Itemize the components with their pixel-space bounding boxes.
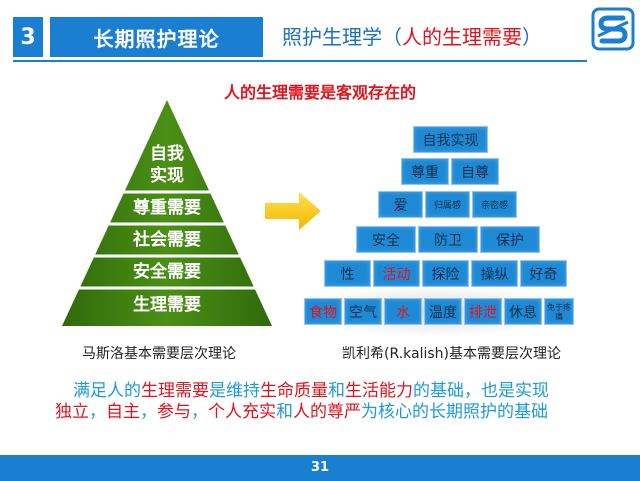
summary-fragment: 为核心的长期照护的基础 <box>361 402 548 422</box>
maslow-level-safety: 安全需要 <box>133 262 201 282</box>
summary-highlight: 生命质量 <box>260 381 328 401</box>
kalish-rest: 休息 <box>504 298 542 325</box>
maslow-level-self-actualization-2: 实现 <box>150 166 184 186</box>
maslow-level-self-actualization-1: 自我 <box>150 144 184 164</box>
summary-highlight: 独立 <box>55 402 89 422</box>
kalish-sex: 性 <box>324 260 371 287</box>
summary-highlight: 生理需要 <box>141 381 209 401</box>
subtitle-suffix: ） <box>522 25 542 49</box>
maslow-pyramid: 自我 实现 尊重需要 社会需要 安全需要 生理需要 <box>62 100 272 326</box>
summary-fragment: 是维持 <box>209 381 260 401</box>
kalish-intimacy: 亲密感 <box>472 191 517 218</box>
kalish-love: 爱 <box>378 191 423 218</box>
footer-page-number: 31 <box>0 455 640 481</box>
summary-text: 满足人的生理需要是维持生命质量和生活能力的基础，也是实现 独立，自主，参与，个人… <box>55 381 595 423</box>
kalish-defense: 防卫 <box>418 226 478 253</box>
kalish-curiosity: 好奇 <box>520 260 567 287</box>
summary-highlight: 人的尊严 <box>293 402 361 422</box>
kalish-safety: 安全 <box>356 226 416 253</box>
summary-highlight: 个人充实 <box>208 402 276 422</box>
brand-logo-icon <box>591 7 635 51</box>
kalish-manipulation: 操纵 <box>471 260 518 287</box>
kalish-exploration: 探险 <box>422 260 469 287</box>
kalish-air: 空气 <box>344 298 382 325</box>
maslow-level-esteem: 尊重需要 <box>133 198 201 218</box>
summary-fragment: 和 <box>328 381 345 401</box>
kalish-temperature: 温度 <box>424 298 462 325</box>
kalish-excretion: 排泄 <box>464 298 502 325</box>
summary-line-2: 独立，自主，参与，个人充实和人的尊严为核心的长期照护的基础 <box>55 402 595 423</box>
right-arrow-icon <box>265 192 321 230</box>
summary-fragment: ， <box>89 402 106 422</box>
maslow-level-physiological: 生理需要 <box>133 295 201 315</box>
kalish-self-esteem: 自尊 <box>451 158 499 185</box>
summary-fragment: 满足人的 <box>73 381 141 401</box>
subtitle-highlight: 人的生理需要 <box>402 25 522 49</box>
summary-highlight: 生活能力 <box>345 381 413 401</box>
maslow-pyramid-shape <box>62 100 272 326</box>
kalish-water: 水 <box>384 298 422 325</box>
subtitle-prefix: 照护生理学（ <box>282 25 402 49</box>
summary-fragment: ， <box>140 402 157 422</box>
summary-fragment: 的基础，也是实现 <box>413 381 549 401</box>
kalish-belonging: 归属感 <box>425 191 470 218</box>
summary-line-1: 满足人的生理需要是维持生命质量和生活能力的基础，也是实现 <box>55 381 595 402</box>
kalish-food: 食物 <box>304 298 342 325</box>
top-caption: 人的生理需要是客观存在的 <box>223 83 416 102</box>
kalish-activity: 活动 <box>373 260 420 287</box>
section-number-badge: 3 <box>13 17 43 57</box>
maslow-level-social: 社会需要 <box>133 230 201 250</box>
kalish-respect: 尊重 <box>401 158 449 185</box>
page-subtitle: 照护生理学（人的生理需要） <box>282 21 542 50</box>
header-divider <box>13 60 587 62</box>
kalish-caption: 凯利希(R.kalish)基本需要层次理论 <box>342 346 561 362</box>
summary-fragment: ， <box>191 402 208 422</box>
summary-fragment: 和 <box>276 402 293 422</box>
kalish-self-actualization: 自我实现 <box>413 126 488 153</box>
summary-highlight: 参与 <box>157 402 191 422</box>
kalish-pain-free: 免于疼痛 <box>544 298 574 325</box>
summary-highlight: 自主 <box>106 402 140 422</box>
maslow-caption: 马斯洛基本需要层次理论 <box>82 346 236 362</box>
kalish-protection: 保护 <box>480 226 540 253</box>
section-title: 长期照护理论 <box>50 17 263 57</box>
